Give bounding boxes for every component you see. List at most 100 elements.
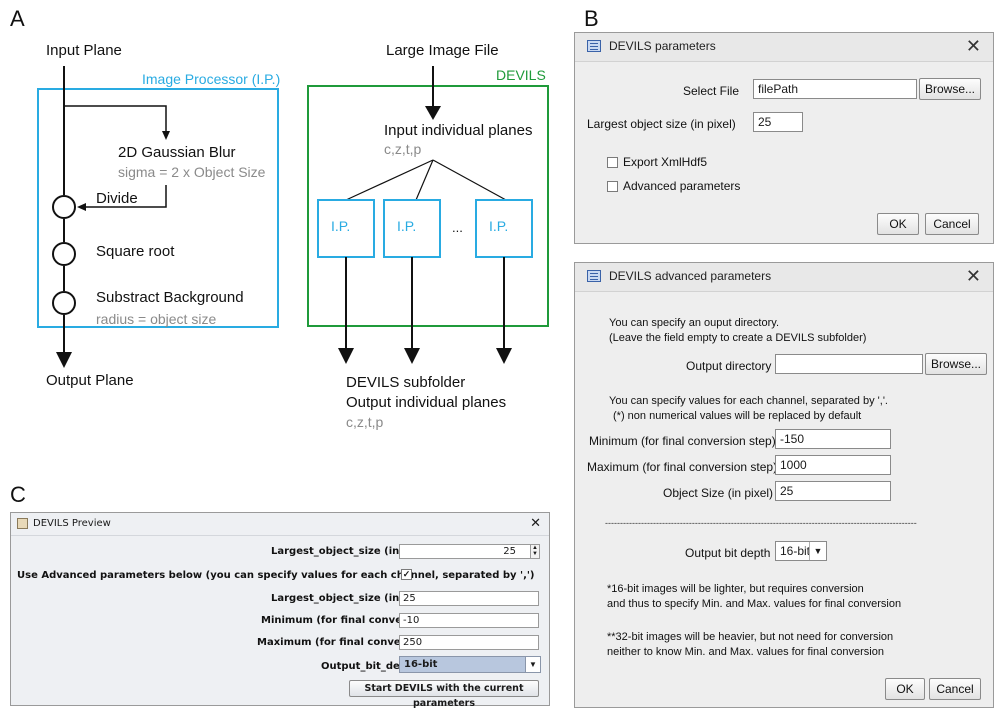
gaussian-label: 2D Gaussian Blur — [118, 144, 236, 161]
maximum-label: Maximum (for final conversion step) — [257, 637, 462, 648]
ip-sub-label: I.P. — [489, 218, 509, 234]
largest-object-spinner[interactable]: 25 — [399, 544, 531, 559]
info-leave-empty: (Leave the field empty to create a DEVIL… — [609, 332, 867, 344]
export-xmlhdf5-label: Export XmlHdf5 — [623, 155, 708, 169]
panel-letter-b: B — [584, 6, 599, 31]
maximum-label: Maximum (for final conversion step) — [587, 460, 778, 474]
image-processor-label: Image Processor (I.P.) — [142, 71, 281, 87]
dialog-titlebar[interactable]: DEVILS advanced parameters ✕ — [575, 263, 993, 292]
use-advanced-label: Use Advanced parameters below (you can s… — [17, 570, 535, 581]
separator-line: ----------------------------------------… — [605, 518, 917, 528]
output-individual-label: Output individual planes — [346, 394, 507, 411]
note-32bit-a: **32-bit images will be heavier, but not… — [607, 631, 894, 643]
bit-depth-value: 16-bit — [780, 544, 811, 558]
dialog-titlebar[interactable]: DEVILS Preview ✕ — [11, 513, 549, 536]
dialog-title: DEVILS Preview — [33, 518, 111, 529]
devils-label: DEVILS — [496, 67, 546, 83]
app-icon — [587, 40, 601, 52]
note-16bit-a: *16-bit images will be lighter, but requ… — [607, 583, 864, 595]
devils-subfolder-label: DEVILS subfolder — [346, 374, 466, 391]
dialog-titlebar[interactable]: DEVILS parameters ✕ — [575, 33, 993, 62]
maximum-field[interactable]: 1000 — [775, 455, 891, 475]
start-devils-button[interactable]: Start DEVILS with the current parameters — [349, 680, 539, 709]
largest-object-field[interactable]: 25 — [399, 591, 539, 606]
export-xmlhdf5-checkbox[interactable] — [607, 157, 618, 168]
note-32bit-b: neither to know Min. and Max. values for… — [607, 646, 884, 658]
close-icon[interactable]: ✕ — [965, 266, 981, 286]
spinner-arrows-icon[interactable]: ▲▼ — [530, 544, 540, 559]
panel-letter-c: C — [10, 482, 26, 507]
panel-letter-a: A — [10, 6, 25, 31]
ip-sub-box — [475, 199, 533, 258]
largest-object-label: Largest object size (in pixel) — [587, 117, 736, 131]
large-image-arrowhead — [425, 106, 441, 120]
czt-output-label: c,z,t,p — [346, 414, 384, 430]
ellipsis-label: ... — [452, 220, 463, 235]
output-directory-label: Output directory — [686, 359, 772, 373]
subtract-node — [52, 291, 76, 315]
large-image-label: Large Image File — [386, 42, 499, 59]
bit-depth-select[interactable]: 16-bit ▼ — [775, 541, 827, 561]
info-output-directory: You can specify an ouput directory. — [609, 317, 779, 329]
chevron-down-icon[interactable]: ▼ — [809, 542, 826, 560]
advanced-parameters-label: Advanced parameters — [623, 179, 741, 193]
ip-sub-box — [383, 199, 441, 258]
devils-preview-dialog: DEVILS Preview ✕ Largest_object_size (in… — [10, 512, 550, 709]
close-icon[interactable]: ✕ — [965, 36, 981, 56]
input-individual-label: Input individual planes — [384, 122, 533, 139]
object-size-label: Object Size (in pixel) — [663, 486, 774, 500]
minimum-field[interactable]: -10 — [399, 613, 539, 628]
close-icon[interactable]: ✕ — [530, 515, 541, 530]
browse-button[interactable]: Browse... — [925, 353, 987, 375]
app-icon — [587, 270, 601, 282]
ip-sub-label: I.P. — [397, 218, 417, 234]
square-root-label: Square root — [96, 243, 175, 260]
cancel-button[interactable]: Cancel — [925, 213, 979, 235]
input-plane-label: Input Plane — [46, 42, 122, 59]
output-directory-field[interactable] — [775, 354, 923, 374]
use-advanced-checkbox[interactable]: ✓ — [401, 569, 412, 580]
maximum-field[interactable]: 250 — [399, 635, 539, 650]
devils-parameters-dialog: DEVILS parameters ✕ Select File filePath… — [574, 32, 994, 244]
ip-sub-label: I.P. — [331, 218, 351, 234]
minimum-label: Minimum (for final conversion step) — [261, 615, 464, 626]
select-file-label: Select File — [683, 84, 740, 98]
ip-sub-box — [317, 199, 375, 258]
devils-advanced-dialog: DEVILS advanced parameters ✕ You can spe… — [574, 262, 994, 708]
largest-object-field[interactable]: 25 — [753, 112, 803, 132]
czt-input-label: c,z,t,p — [384, 141, 422, 157]
bit-depth-select[interactable]: 16-bit ▼ — [399, 656, 541, 673]
gaussian-branch — [64, 105, 167, 136]
dialog-title: DEVILS parameters — [609, 39, 716, 53]
square-root-node — [52, 242, 76, 266]
object-size-field[interactable]: 25 — [775, 481, 891, 501]
output-plane-label: Output Plane — [46, 372, 134, 389]
ok-button[interactable]: OK — [877, 213, 919, 235]
file-path-field[interactable]: filePath — [753, 79, 917, 99]
bit-depth-label: Output_bit_depth — [321, 661, 419, 672]
divide-node — [52, 195, 76, 219]
dialog-title: DEVILS advanced parameters — [609, 269, 772, 283]
minimum-label: Minimum (for final conversion step) — [589, 434, 776, 448]
cancel-button[interactable]: Cancel — [929, 678, 981, 700]
pipeline-diagram — [37, 66, 549, 368]
advanced-parameters-checkbox[interactable] — [607, 181, 618, 192]
ok-button[interactable]: OK — [885, 678, 925, 700]
divide-label: Divide — [96, 190, 138, 207]
note-16bit-b: and thus to specify Min. and Max. values… — [607, 598, 902, 610]
chevron-down-icon[interactable]: ▼ — [525, 657, 540, 672]
info-non-numerical: (*) non numerical values will be replace… — [613, 410, 862, 422]
divide-branch — [82, 185, 167, 208]
info-values-per-channel: You can specify values for each channel,… — [609, 395, 888, 407]
bit-depth-value: 16-bit — [404, 659, 438, 670]
devils-box — [307, 85, 549, 327]
bit-depth-label: Output bit depth — [685, 546, 771, 560]
image-processor-box — [37, 88, 279, 328]
minimum-field[interactable]: -150 — [775, 429, 891, 449]
browse-button[interactable]: Browse... — [919, 78, 981, 100]
subtract-label: Substract Background — [96, 289, 244, 306]
radius-label: radius = object size — [96, 311, 217, 327]
app-icon — [17, 518, 28, 529]
largest-object-spinner-label: Largest_object_size (in pixel) — [271, 546, 435, 557]
sigma-label: sigma = 2 x Object Size — [118, 164, 266, 180]
